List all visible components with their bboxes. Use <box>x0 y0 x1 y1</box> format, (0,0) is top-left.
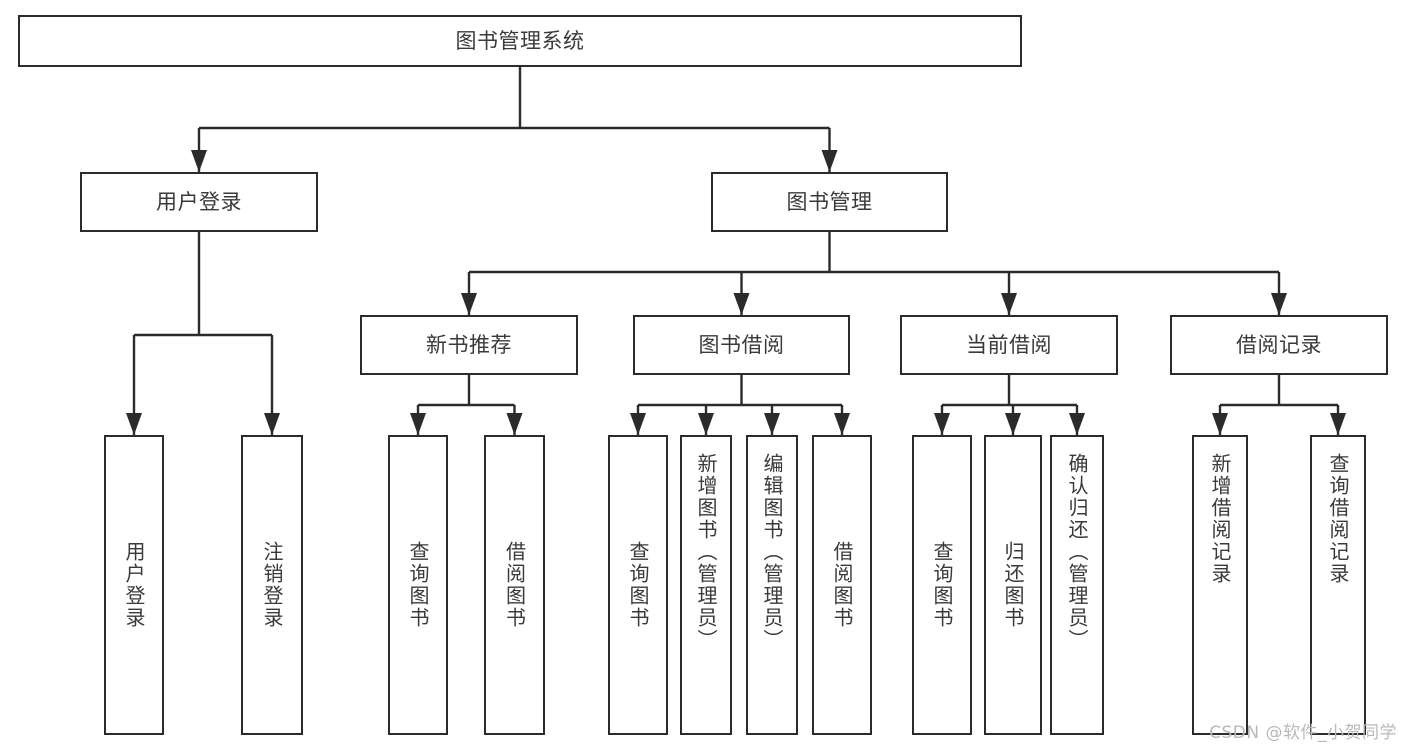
node-label-leaf-query-book-3: 查询图书 <box>930 541 954 629</box>
node-book-manage[interactable]: 图书管理 <box>711 172 948 232</box>
node-borrow-record[interactable]: 借阅记录 <box>1170 315 1388 375</box>
node-current-borrow[interactable]: 当前借阅 <box>900 315 1118 375</box>
node-root[interactable]: 图书管理系统 <box>18 15 1022 67</box>
node-new-book-rec[interactable]: 新书推荐 <box>360 315 578 375</box>
arrow-head-book-manage <box>821 150 838 172</box>
node-leaf-query-book-2[interactable]: 查询图书 <box>608 435 668 735</box>
node-label-leaf-user-login: 用户登录 <box>122 541 146 629</box>
arrow-head-leaf-return-book <box>1005 413 1021 435</box>
arrow-head-leaf-add-book <box>698 413 714 435</box>
arrow-head-leaf-query-book-3 <box>934 413 950 435</box>
arrow-head-leaf-edit-book <box>764 413 780 435</box>
node-label-book-manage: 图书管理 <box>786 189 873 214</box>
node-label-leaf-confirm-return: 确认归还（管理员） <box>1065 453 1089 651</box>
node-label-root: 图书管理系统 <box>455 28 585 53</box>
arrow-head-leaf-user-login <box>126 413 142 435</box>
node-leaf-borrow-book-1[interactable]: 借阅图书 <box>484 435 545 735</box>
node-leaf-query-record[interactable]: 查询借阅记录 <box>1310 435 1366 735</box>
node-user-login[interactable]: 用户登录 <box>80 172 318 232</box>
node-leaf-borrow-book-2[interactable]: 借阅图书 <box>812 435 872 735</box>
node-label-leaf-borrow-book-1: 借阅图书 <box>502 541 527 629</box>
arrow-head-leaf-query-book-1 <box>410 413 426 435</box>
arrow-head-leaf-user-logout <box>264 413 280 435</box>
node-label-leaf-return-book: 归还图书 <box>1001 541 1025 629</box>
arrow-head-current-borrow <box>1001 293 1017 315</box>
arrow-head-book-borrow <box>733 293 750 315</box>
node-leaf-edit-book[interactable]: 编辑图书（管理员） <box>746 435 798 735</box>
node-label-leaf-add-record: 新增借阅记录 <box>1208 453 1232 585</box>
watermark-label: CSDN @软件_小贺同学 <box>1209 723 1397 743</box>
arrow-head-leaf-query-record <box>1330 413 1346 435</box>
arrow-head-user-login <box>191 150 207 172</box>
arrow-head-leaf-borrow-book-1 <box>506 413 523 435</box>
node-label-leaf-borrow-book-2: 借阅图书 <box>830 541 854 629</box>
node-leaf-add-book[interactable]: 新增图书（管理员） <box>680 435 732 735</box>
arrow-head-borrow-record <box>1271 293 1287 315</box>
node-label-book-borrow: 图书借阅 <box>698 332 785 357</box>
arrow-head-leaf-query-book-2 <box>630 413 646 435</box>
node-leaf-query-book-3[interactable]: 查询图书 <box>912 435 972 735</box>
arrow-head-leaf-borrow-book-2 <box>834 413 850 435</box>
node-label-leaf-edit-book: 编辑图书（管理员） <box>760 453 784 651</box>
node-book-borrow[interactable]: 图书借阅 <box>633 315 850 375</box>
arrow-head-leaf-add-record <box>1212 413 1228 435</box>
node-label-leaf-query-record: 查询借阅记录 <box>1326 453 1350 585</box>
node-label-user-login: 用户登录 <box>156 189 242 214</box>
node-leaf-return-book[interactable]: 归还图书 <box>984 435 1042 735</box>
node-label-leaf-user-logout: 注销登录 <box>260 541 284 629</box>
node-label-new-book-rec: 新书推荐 <box>426 332 512 357</box>
node-label-leaf-query-book-2: 查询图书 <box>626 541 650 629</box>
node-label-borrow-record: 借阅记录 <box>1236 332 1322 357</box>
arrow-head-new-book-rec <box>461 293 477 315</box>
node-leaf-add-record[interactable]: 新增借阅记录 <box>1192 435 1248 735</box>
node-label-leaf-query-book-1: 查询图书 <box>406 541 430 629</box>
node-leaf-user-login[interactable]: 用户登录 <box>104 435 164 735</box>
node-leaf-query-book-1[interactable]: 查询图书 <box>388 435 448 735</box>
node-label-current-borrow: 当前借阅 <box>966 332 1052 357</box>
arrow-head-leaf-confirm-return <box>1069 413 1085 435</box>
node-leaf-confirm-return[interactable]: 确认归还（管理员） <box>1050 435 1104 735</box>
node-label-leaf-add-book: 新增图书（管理员） <box>694 453 718 651</box>
node-leaf-user-logout[interactable]: 注销登录 <box>241 435 303 735</box>
